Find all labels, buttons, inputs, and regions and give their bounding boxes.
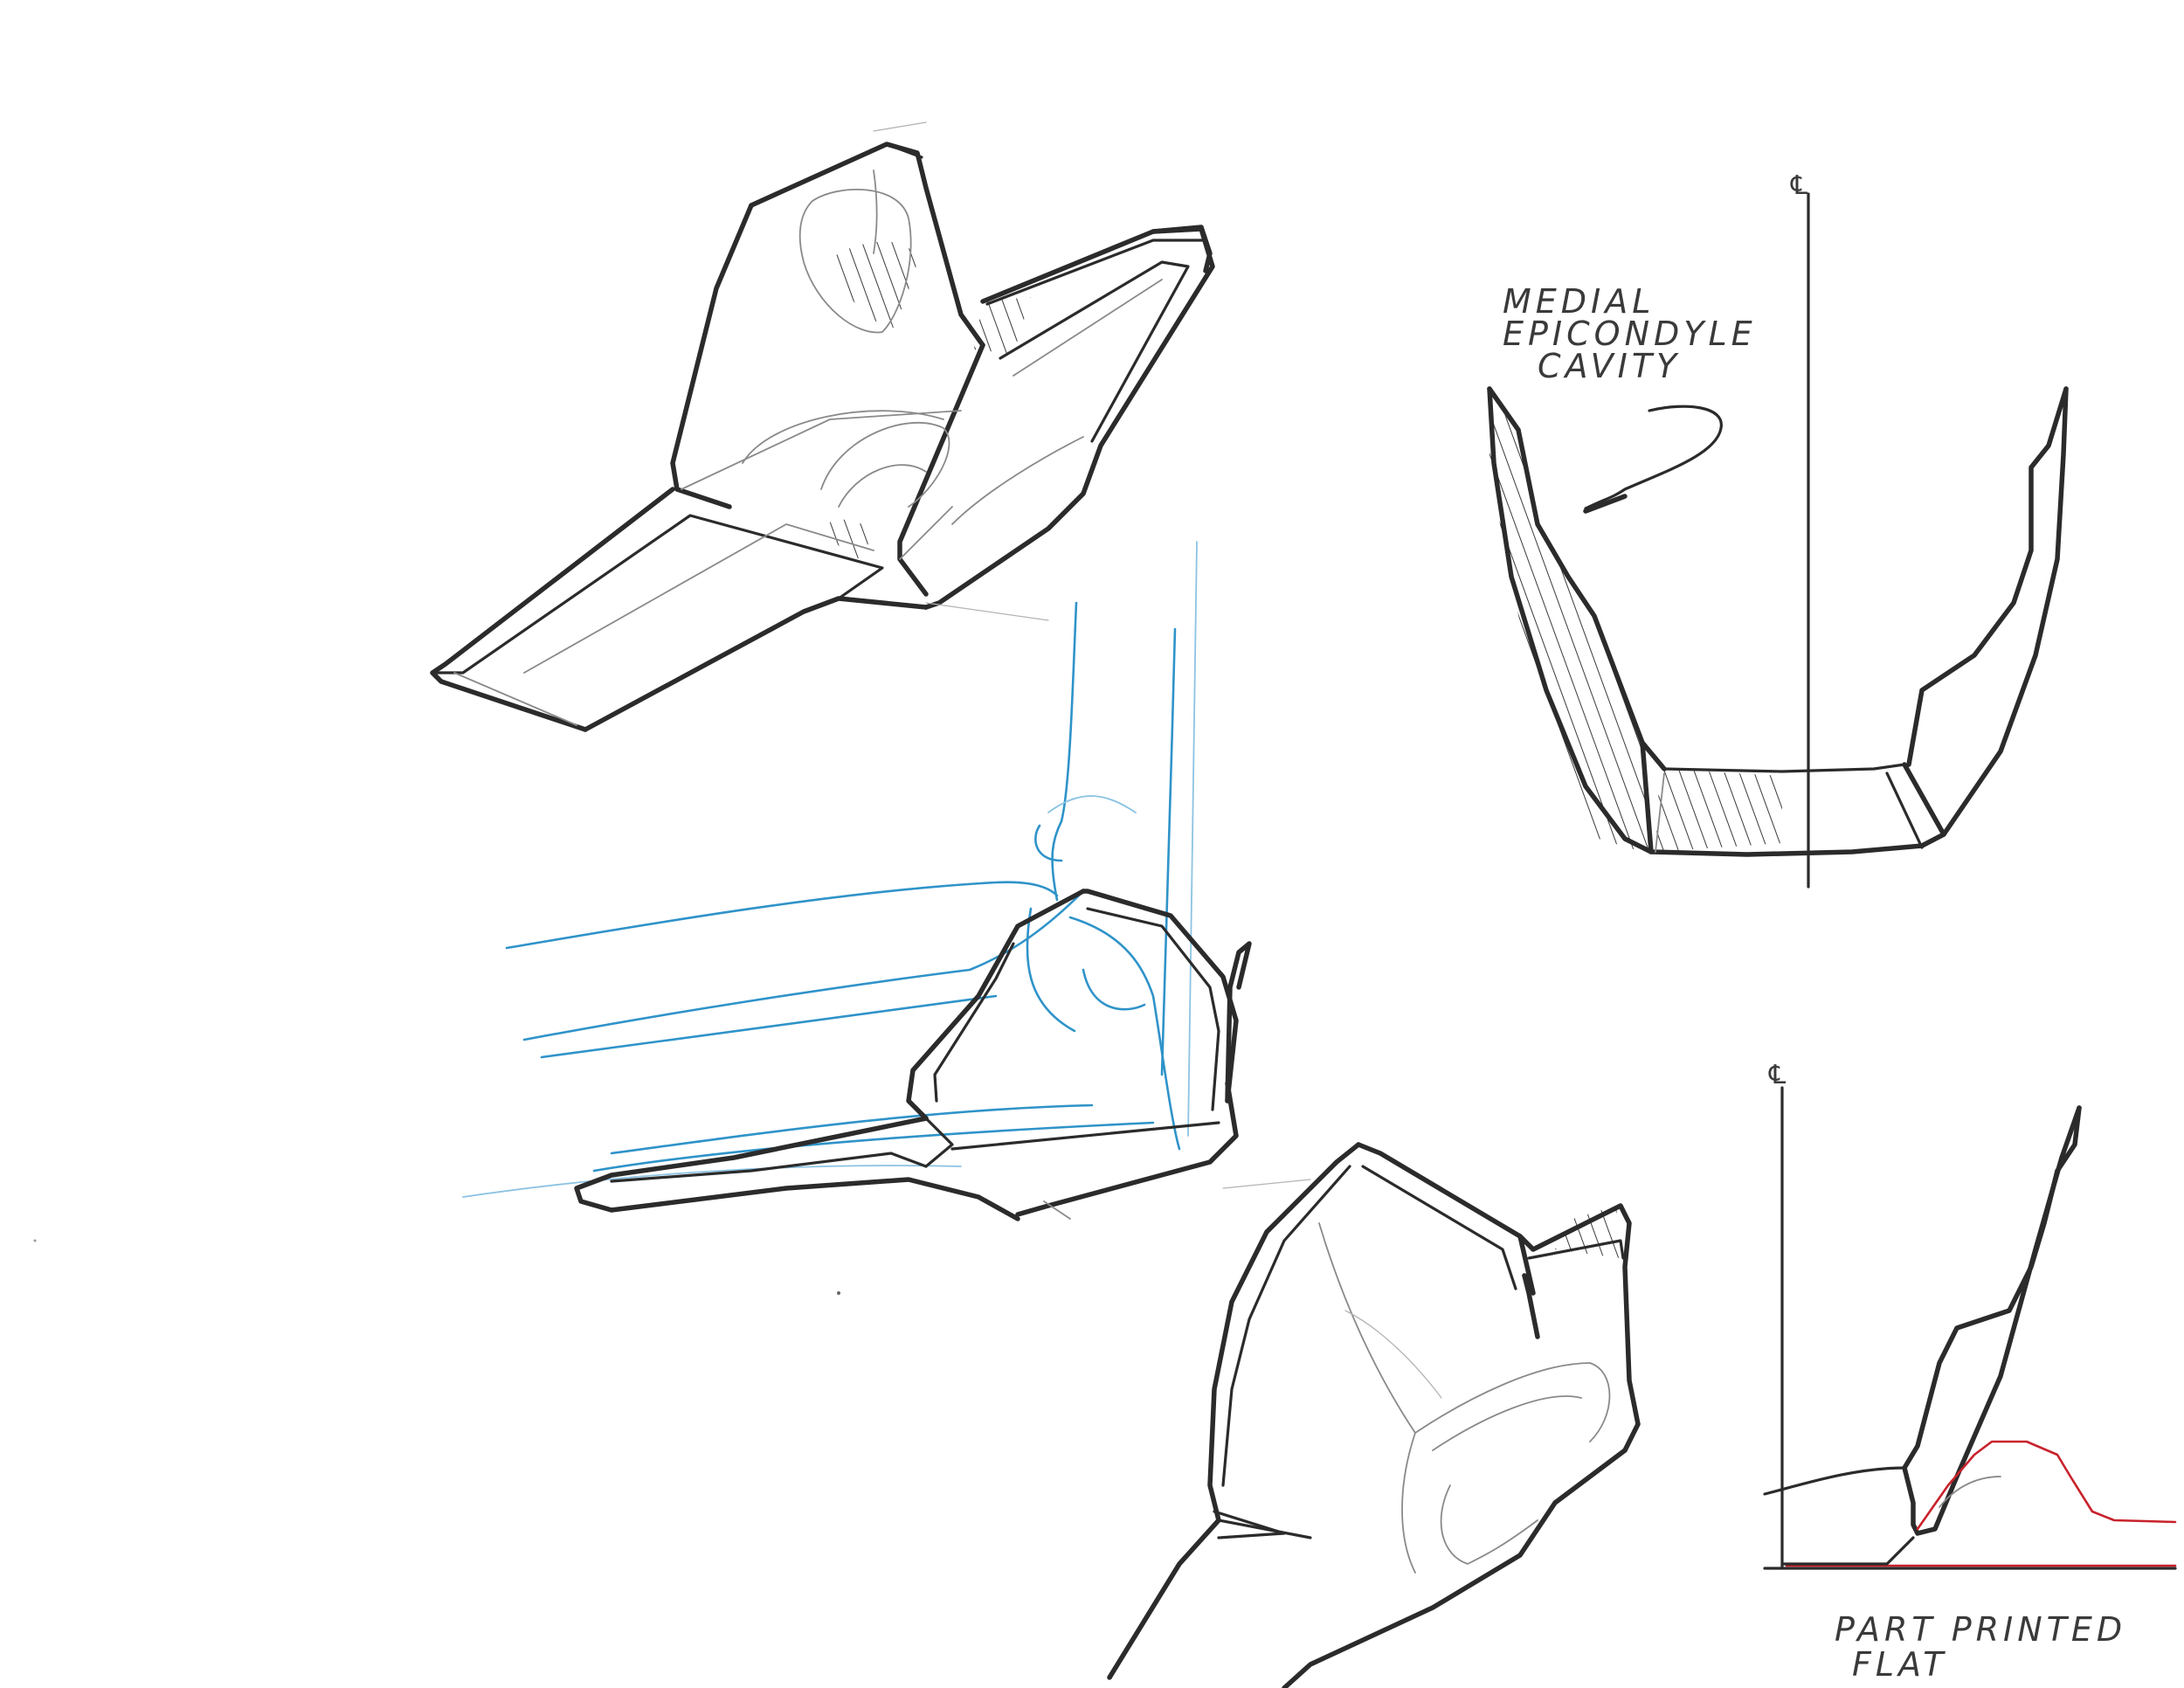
centerline-symbol-top: ℄ [1790,170,1807,201]
label-part-printed: PART PRINTED [1835,1610,2126,1649]
centerline-symbol-bottom: ℄ [1768,1060,1786,1090]
label-epicondyle: EPICONDYLE [1503,315,1757,353]
stray-dot-left [33,1239,37,1242]
label-cavity: CAVITY [1538,347,1681,385]
brace-on-arm [462,541,1311,1221]
stray-dot [837,1291,840,1295]
label-medial: MEDIAL [1503,282,1655,321]
brace-perspective-bottom [1107,1142,1641,1688]
brace-flat-profile: ℄ PART PRINTED FLAT [1763,1060,2177,1684]
brace-perspective-top [430,121,1215,732]
printed-part-profile [1916,1440,2177,1531]
label-flat: FLAT [1852,1645,1947,1684]
brace-section-front: ℄ MEDIAL EPICONDYLE CAVITY [1487,170,2069,889]
